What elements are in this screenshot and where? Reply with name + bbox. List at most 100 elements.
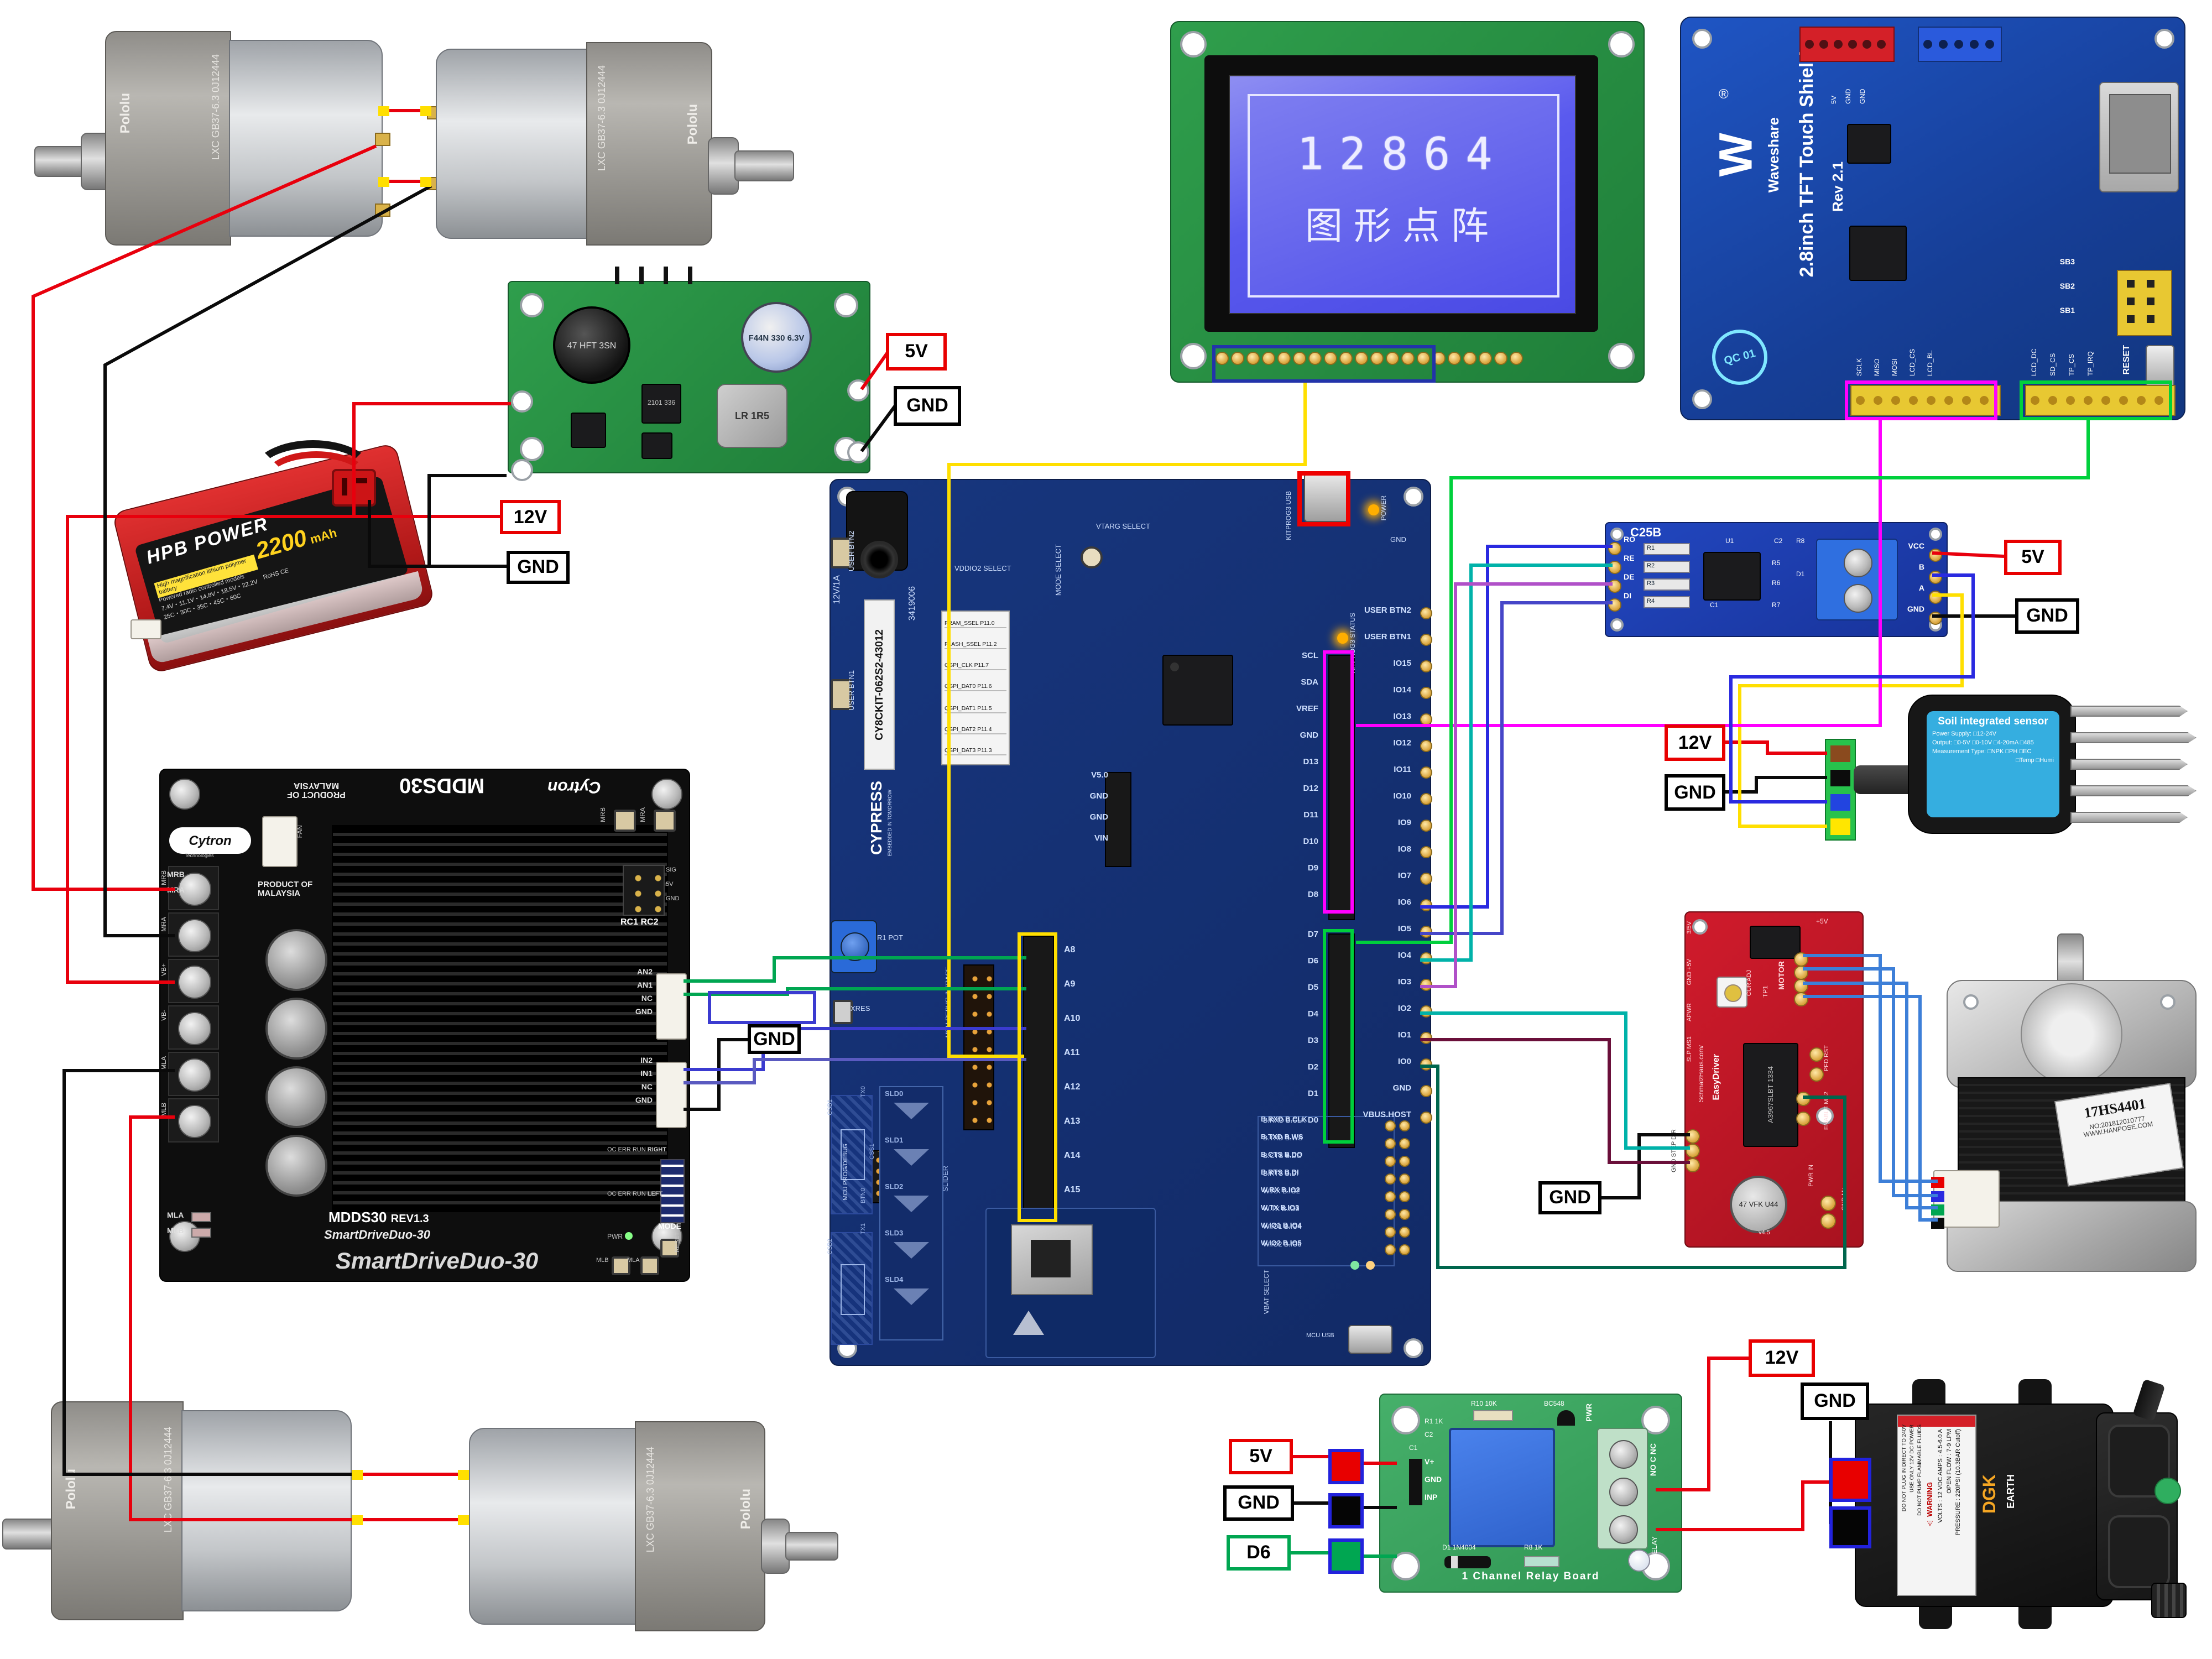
step-down-regulator-board: 47 HFT 3SN F44N 330 6.3V LR 1R5 2101 336 bbox=[508, 267, 870, 481]
vtarg-select-label: VTARG SELECT bbox=[1096, 523, 1151, 531]
r8-label: R8 bbox=[1796, 539, 1805, 545]
io-pad bbox=[1420, 1112, 1432, 1124]
xres-button bbox=[833, 1000, 853, 1024]
mra-btn-label: MRA bbox=[640, 807, 647, 822]
stepper-bottom-flange bbox=[1947, 1201, 2197, 1272]
status-led bbox=[1337, 633, 1348, 644]
r8-label: R8 1K bbox=[1524, 1545, 1543, 1552]
io-pad bbox=[1420, 952, 1432, 964]
l35v: 3/5V bbox=[1687, 921, 1693, 934]
cypress-tagline: EMBEDDED IN TOMORROW bbox=[887, 790, 893, 857]
power-led-label: POWER bbox=[1381, 495, 1388, 521]
mrb-led-label: MRB bbox=[167, 872, 185, 879]
an-connector bbox=[656, 973, 687, 1040]
wl-pad bbox=[1385, 1120, 1396, 1131]
slider-chevron bbox=[894, 1196, 929, 1212]
relay-cube bbox=[1449, 1428, 1555, 1547]
pin-label: IO5 bbox=[1397, 924, 1411, 933]
io-pad bbox=[1420, 846, 1432, 858]
mcu-usb bbox=[1348, 1325, 1392, 1354]
pin-label: GND bbox=[1392, 1083, 1411, 1093]
pin-label: SB1 bbox=[2059, 307, 2075, 315]
lcd-pin bbox=[1277, 352, 1291, 365]
pin-stub bbox=[615, 267, 619, 284]
header-pin bbox=[2154, 396, 2163, 405]
io-pad bbox=[1420, 713, 1432, 726]
wl-pad bbox=[1385, 1244, 1396, 1255]
io-pad bbox=[1420, 1085, 1432, 1097]
pin-label: IO11 bbox=[1394, 764, 1411, 774]
io-pad bbox=[1420, 660, 1432, 672]
header-pin bbox=[1856, 396, 1865, 405]
header-pin bbox=[2048, 396, 2057, 405]
mlb-label: MLB bbox=[596, 1258, 609, 1264]
rc-pin-label: SIG bbox=[666, 867, 676, 874]
mode-dip bbox=[660, 1159, 685, 1223]
output-terminal bbox=[1597, 1428, 1648, 1550]
csb2-label: CSB2 bbox=[827, 1239, 834, 1255]
mdds-name-top: MDDS30 bbox=[399, 773, 485, 796]
terminal-pad-relay-d6-pad bbox=[1328, 1538, 1364, 1574]
header-pin bbox=[1874, 396, 1882, 405]
highlight-d0-d7-box bbox=[1323, 929, 1354, 1144]
pin-label: B.RXD B.CLK bbox=[1261, 1116, 1307, 1124]
site-label: SchmalzHaus.com/ bbox=[1699, 1045, 1705, 1103]
header-pin bbox=[1954, 40, 1963, 49]
pin-label: USER BTN2 bbox=[1364, 605, 1411, 615]
pin-label: IO12 bbox=[1393, 738, 1411, 748]
pin-label: D3 bbox=[1307, 1035, 1318, 1045]
motor-label: MOTOR bbox=[1778, 961, 1786, 990]
pin-label: B bbox=[1918, 564, 1924, 572]
tft-pin-label: LCD_DC bbox=[2031, 348, 2038, 376]
capacitor bbox=[265, 998, 327, 1060]
header-pin bbox=[1863, 40, 1871, 49]
capacitor: F44N 330 6.3V bbox=[741, 302, 812, 373]
slider-chevron bbox=[894, 1103, 929, 1119]
jumper-hole bbox=[2127, 280, 2135, 288]
lcd-pin bbox=[1308, 352, 1322, 365]
lcd-text-line1: 12864 bbox=[1297, 129, 1508, 180]
rc-pin-label: GND bbox=[666, 896, 680, 902]
lcd-pin bbox=[1246, 352, 1260, 365]
header-pin bbox=[1848, 40, 1857, 49]
jumper-tip bbox=[458, 1515, 469, 1525]
sd-card-slot bbox=[2099, 82, 2179, 192]
lapwr: APWR bbox=[1687, 1003, 1693, 1021]
pin-label: IO6 bbox=[1397, 897, 1411, 907]
pin-label: SLD4 bbox=[885, 1276, 904, 1284]
header-pin bbox=[1805, 40, 1814, 49]
pwr-label: PWR bbox=[607, 1234, 623, 1241]
wl-row: B.TXD B.WS bbox=[1263, 1135, 1303, 1142]
screw-terminal-MLB bbox=[168, 1098, 219, 1142]
lgnd5: GND +5V bbox=[1687, 959, 1693, 985]
barrel-jack bbox=[846, 491, 908, 578]
mlb-button bbox=[612, 1256, 630, 1275]
jumper-hole bbox=[2147, 298, 2154, 305]
pin-label: USER BTN1 bbox=[1364, 632, 1411, 641]
pin-stub bbox=[688, 267, 692, 284]
tft-top-pin-label: GND bbox=[1859, 88, 1867, 105]
mla-label: MLA bbox=[627, 1258, 640, 1264]
pin-label: D12 bbox=[1303, 783, 1318, 793]
power-tag-mdds-gnd: GND bbox=[748, 1024, 801, 1054]
header-pin bbox=[2101, 396, 2110, 405]
r5-label: R5 bbox=[1772, 561, 1781, 567]
tft-pin-label: SCLK bbox=[1856, 358, 1864, 376]
pin-label: D5 bbox=[1307, 982, 1318, 992]
cypress-logo: CYPRESS bbox=[867, 781, 885, 855]
pin-label: IO13 bbox=[1393, 711, 1411, 721]
header-blue bbox=[1918, 27, 2002, 62]
terminal-pad-pump-gnd-pad bbox=[1829, 1506, 1871, 1548]
tft-pin-label: MISO bbox=[1874, 358, 1881, 376]
terminal-pad-relay-gnd-pad bbox=[1328, 1493, 1364, 1528]
pin-label: B.RTS B.DI bbox=[1261, 1169, 1299, 1177]
tft-touch-shield: W Waveshare ® 2.8inch TFT Touch Shield R… bbox=[1680, 17, 2185, 420]
terminal-screw bbox=[178, 1058, 211, 1092]
wl-pad bbox=[1385, 1227, 1396, 1238]
lcd-pin bbox=[1215, 352, 1229, 365]
cytron-logo-top: Cytron bbox=[547, 778, 601, 796]
pin-label: IO3 bbox=[1397, 977, 1411, 987]
lcd-screen: 12864 图形点阵 bbox=[1229, 75, 1576, 314]
mcu-usb-label: MCU USB bbox=[1306, 1333, 1334, 1339]
power-tag-pump-12v: 12V bbox=[1749, 1339, 1815, 1377]
